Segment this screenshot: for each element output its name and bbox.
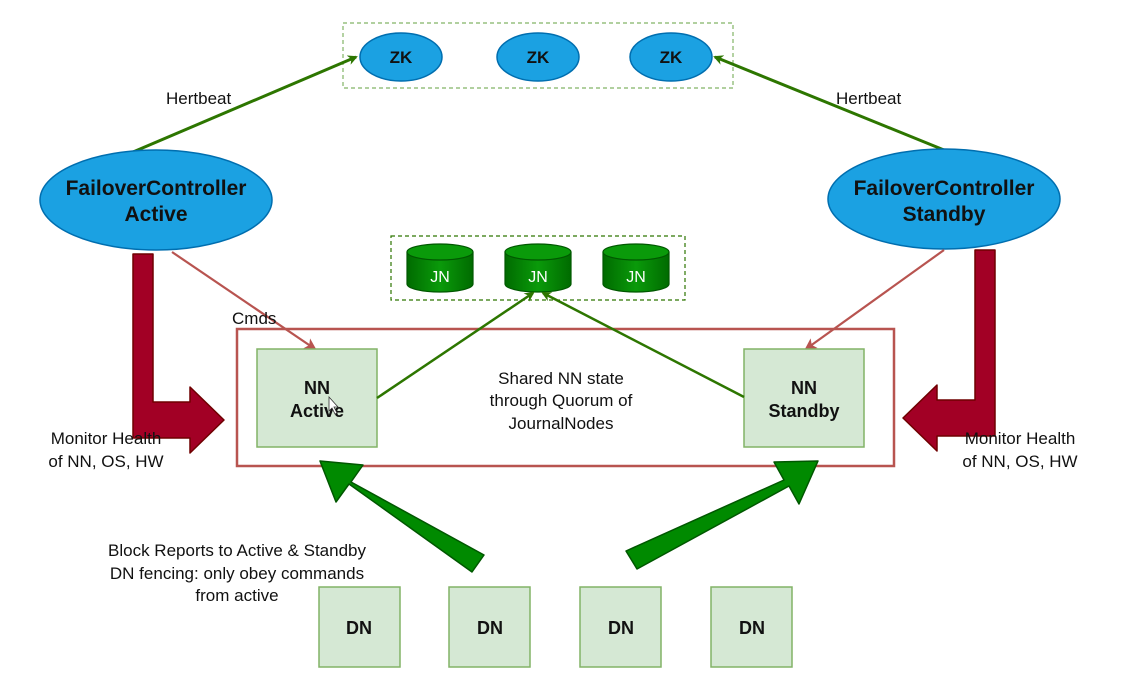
block-report-arrow-left [319,460,485,573]
dn-label: DN [346,618,372,638]
zk-group-frame [342,22,734,89]
nn-standby-line2: Standby [768,401,839,421]
heartbeat-arrow-left [132,55,358,154]
dn-label: DN [608,618,634,638]
shared-state-line3: JournalNodes [509,414,614,433]
zk-node-2: ZK [496,32,580,82]
dn-node-1: DN [318,586,401,668]
zk-label: ZK [660,48,683,67]
monitor-health-right-line1: Monitor Health [965,429,1076,448]
nn-active-line1: NN [304,378,330,398]
nn-shared-state-frame [235,327,896,468]
cmds-arrow-right [804,249,945,351]
zk-label: ZK [390,48,413,67]
monitor-health-right-line2: of NN, OS, HW [962,452,1077,471]
shared-state-line1: Shared NN state [498,369,624,388]
monitor-health-left-line2: of NN, OS, HW [48,452,163,471]
failover-controller-active: FailoverController Active [39,149,273,251]
heartbeat-arrow-right [713,55,945,152]
mouse-cursor-icon [328,395,339,415]
zk-node-3: ZK [629,32,713,82]
shared-state-line2: through Quorum of [490,391,633,410]
dn-node-3: DN [579,586,662,668]
monitor-health-left-line1: Monitor Health [51,429,162,448]
dn-label: DN [739,618,765,638]
jn-label: JN [528,269,548,286]
jn-label: JN [626,269,646,286]
jn-node-3: JN [602,243,670,293]
fc-standby-line2: Standby [903,203,986,226]
cmds-arrow-left [171,251,317,351]
fc-active-line2: Active [124,203,187,226]
cmds-label: Cmds [232,309,276,328]
dn-label: DN [477,618,503,638]
zk-node-1: ZK [359,32,443,82]
jn-node-1: JN [406,243,474,293]
block-report-arrow-right [625,460,819,570]
dn-node-2: DN [448,586,531,668]
heartbeat-label-right: Hertbeat [836,89,901,108]
jn-label: JN [430,269,450,286]
monitor-health-arrow-left [132,253,225,454]
nn-standby-to-jn-arrow [541,291,745,399]
block-report-line2: DN fencing: only obey commands [110,564,364,583]
block-report-line1: Block Reports to Active & Standby [108,541,366,560]
jn-group-frame [390,235,686,301]
nn-active-box: NN Active [256,348,378,448]
monitor-health-arrow-right [902,249,996,452]
heartbeat-label-left: Hertbeat [166,89,231,108]
block-report-line3: from active [195,586,278,605]
nn-standby-line1: NN [791,378,817,398]
zk-label: ZK [527,48,550,67]
jn-node-2: JN [504,243,572,293]
nn-active-to-jn-arrow [376,291,535,400]
nn-standby-box: NN Standby [743,348,865,448]
failover-controller-standby: FailoverController Standby [827,148,1061,250]
fc-active-line1: FailoverController [66,177,247,200]
fc-standby-line1: FailoverController [854,177,1035,200]
dn-node-4: DN [710,586,793,668]
